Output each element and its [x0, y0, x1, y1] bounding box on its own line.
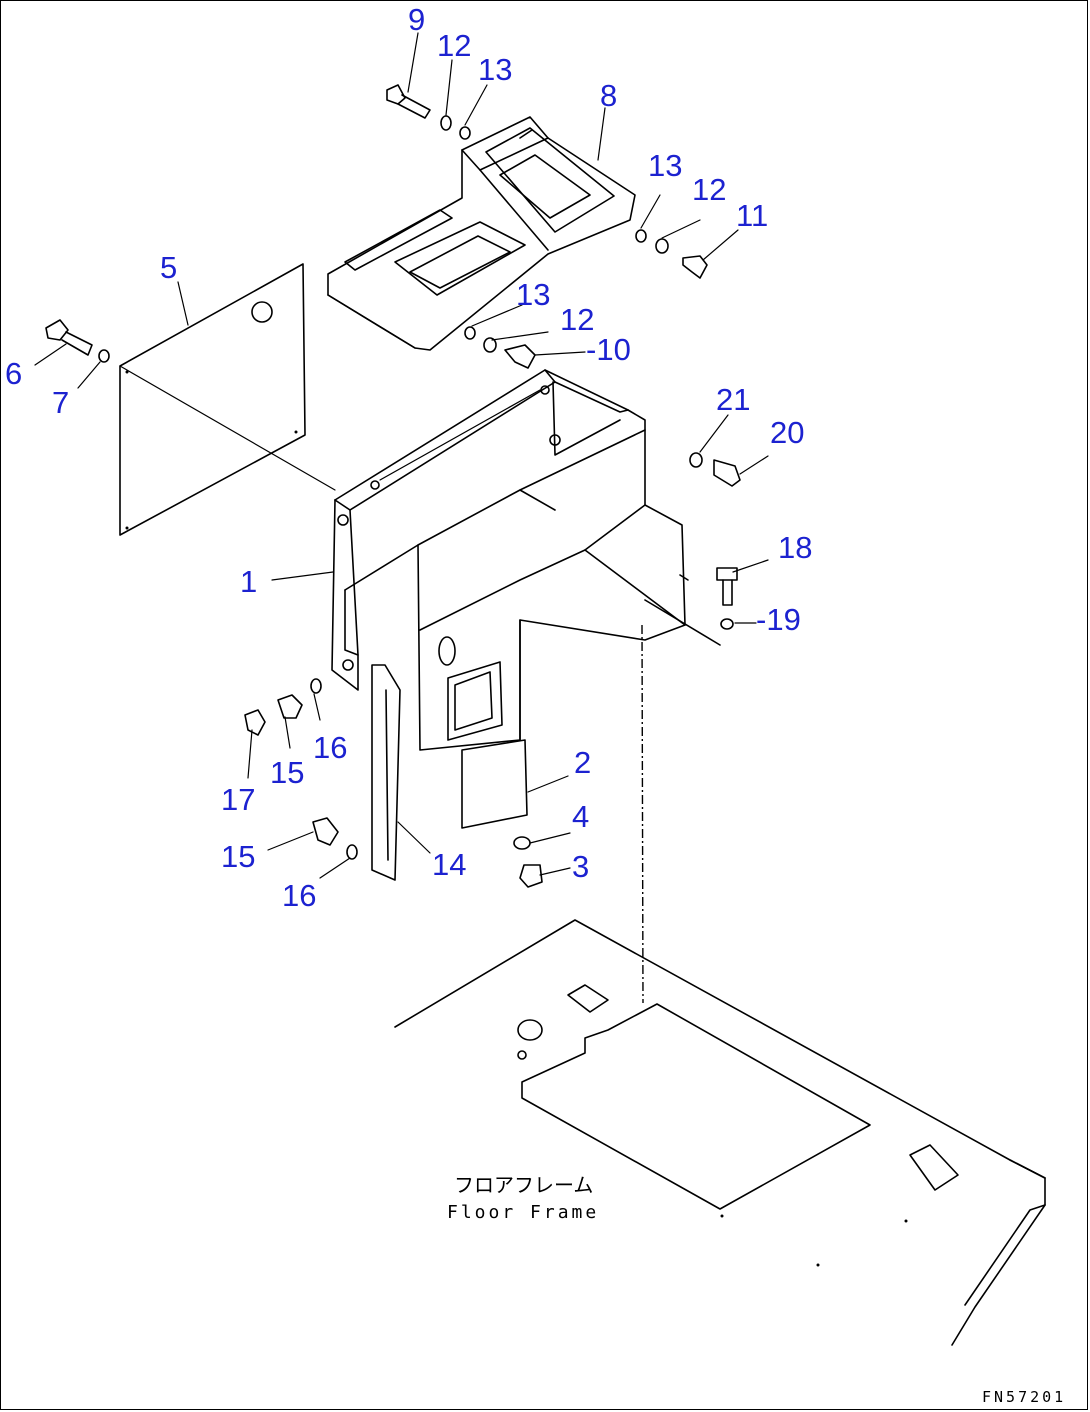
callout-1: 1 [240, 564, 257, 599]
callout-7: 7 [52, 385, 69, 420]
callout-15: 15 [221, 839, 255, 874]
callout-8: 8 [600, 78, 617, 113]
callout-16: 16 [313, 730, 347, 765]
cover-plate-part-2 [461, 739, 528, 829]
callout-21: 21 [716, 382, 750, 417]
callout-19: -19 [756, 602, 801, 637]
callout-12: 12 [560, 302, 594, 337]
callout-4: 4 [572, 799, 589, 834]
callout-13: 13 [478, 52, 512, 87]
console-box-part-1 [331, 369, 721, 751]
callout-2: 2 [574, 745, 591, 780]
floor-frame-label-jp: フロアフレーム [454, 1173, 593, 1197]
hardware [45, 84, 741, 888]
callout-20: 20 [770, 415, 804, 450]
callout-13: 13 [516, 277, 550, 312]
callout-14: 14 [432, 847, 466, 882]
drawing-code: FN57201 [982, 1388, 1066, 1406]
callout-18: 18 [778, 530, 812, 565]
locating-line [641, 624, 644, 1004]
callout-13: 13 [648, 148, 682, 183]
callout-11: 11 [736, 198, 768, 233]
callout-12: 12 [692, 172, 726, 207]
callout-5: 5 [160, 250, 177, 285]
callout-10: -10 [586, 332, 631, 367]
leader-lines [34, 32, 769, 879]
callout-3: 3 [572, 849, 589, 884]
side-panel-part-5 [119, 263, 336, 536]
callout-labels: 9 12 13 8 13 12 11 5 13 12 -10 6 7 21 20… [5, 2, 812, 913]
strip-part-14 [371, 664, 401, 881]
floor-frame [394, 919, 1046, 1346]
floor-frame-label-en: Floor Frame [447, 1202, 599, 1223]
callout-17: 17 [221, 782, 255, 817]
callout-6: 6 [5, 356, 22, 391]
callout-16: 16 [282, 878, 316, 913]
callout-15: 15 [270, 755, 304, 790]
callout-12: 12 [437, 28, 471, 63]
console-cover-part-8 [327, 116, 636, 351]
callout-9: 9 [408, 2, 425, 37]
